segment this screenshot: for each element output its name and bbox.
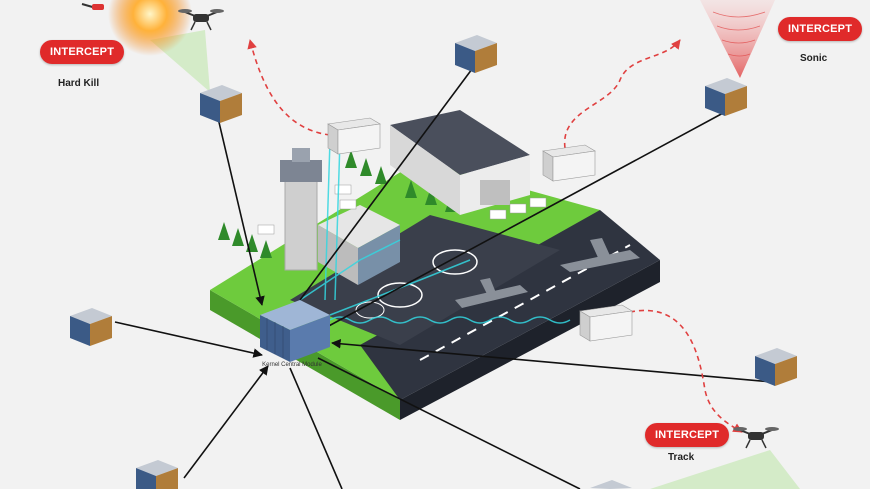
sensor-unit <box>590 480 632 489</box>
sensor-unit <box>755 348 797 386</box>
container <box>327 117 381 155</box>
drone-icon <box>178 9 224 31</box>
container <box>579 304 633 342</box>
hangar-building <box>390 110 530 215</box>
dashed-tracks <box>247 39 743 433</box>
aircraft <box>455 238 640 308</box>
sensor-links <box>114 64 773 489</box>
track-caption: Track <box>668 452 695 463</box>
sensor-unit <box>70 308 112 346</box>
sensor-unit <box>455 35 497 73</box>
sonic-emitter-cone <box>700 0 775 78</box>
explosion-effect <box>108 0 192 56</box>
central-module-label: Kernel Central Module <box>262 362 322 368</box>
sensor-unit <box>136 460 178 489</box>
sensor-units <box>70 35 797 489</box>
signal-waves <box>299 139 571 324</box>
central-module-cube <box>260 300 330 362</box>
sensor-unit <box>705 78 747 116</box>
containers <box>327 117 633 342</box>
drone-icon <box>733 427 779 449</box>
container <box>542 144 596 182</box>
intercept-badge-hard-kill: INTERCEPT <box>40 40 125 64</box>
control-tower <box>280 148 322 271</box>
intercept-badge-track: INTERCEPT <box>645 423 730 447</box>
sensor-unit <box>200 85 242 123</box>
parked-vehicles <box>257 184 547 235</box>
intercept-badge-sonic: INTERCEPT <box>778 17 863 41</box>
drone-icon <box>81 3 104 10</box>
hard-kill-caption: Hard Kill <box>58 78 100 89</box>
terminal-building <box>318 205 400 285</box>
sonic-caption: Sonic <box>800 53 828 64</box>
